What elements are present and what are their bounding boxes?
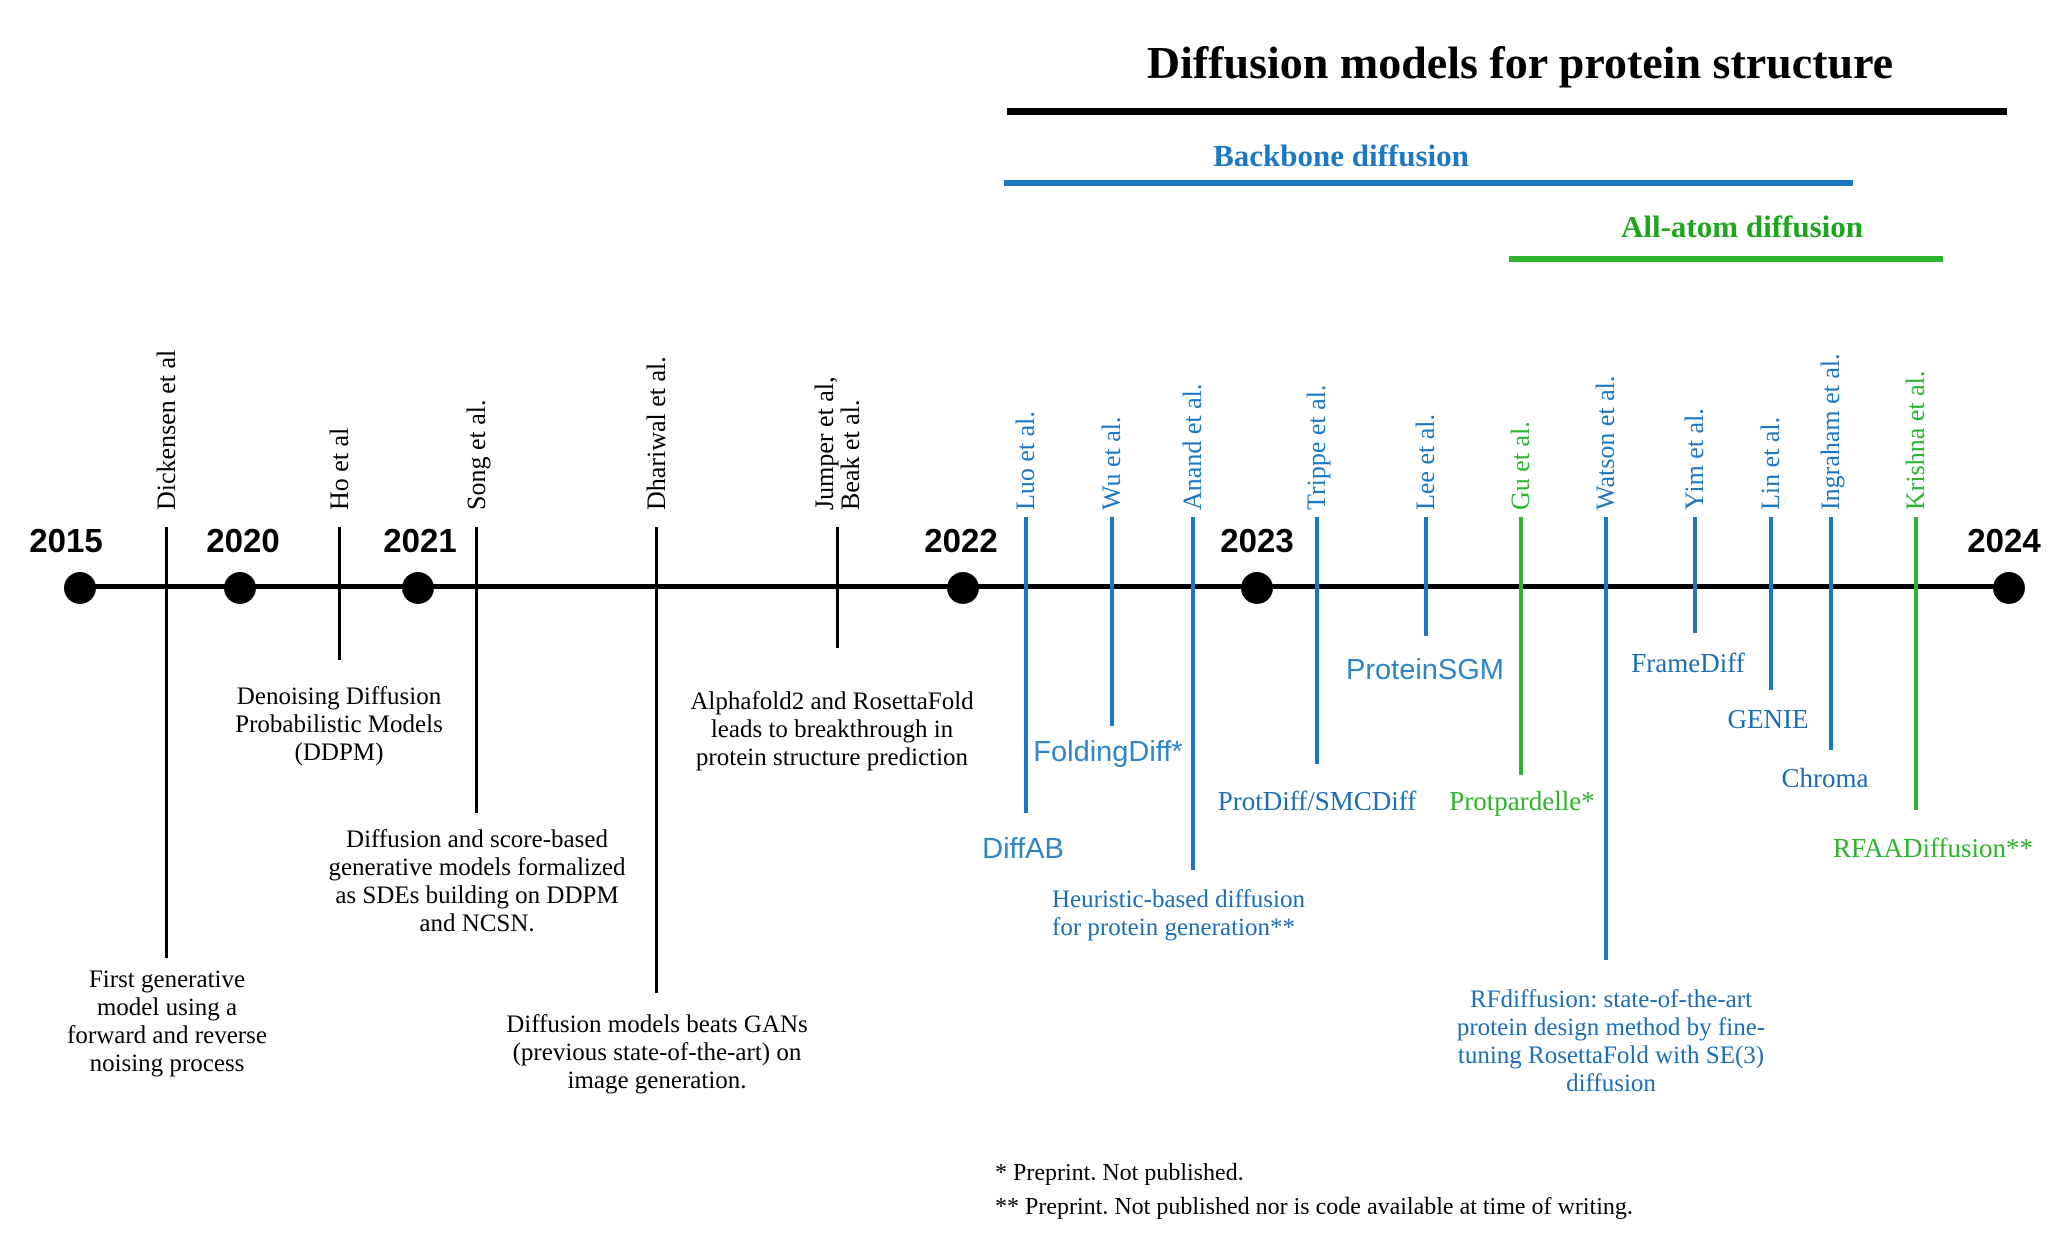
event-model-framediff: FrameDiff [1631,648,1745,678]
dot-2020 [224,572,256,604]
backbone-underline [1004,180,1853,186]
event-author-luo: Luo et al. [1011,411,1040,510]
event-model-protpardelle: Protpardelle* [1449,786,1595,816]
event-line-anand [1191,517,1195,870]
allatom-diffusion-label: All-atom diffusion [1621,209,1863,244]
event-note-song: Diffusion and score-based generative mod… [328,826,626,937]
backbone-diffusion-label: Backbone diffusion [1213,138,1469,173]
event-line-wu [1110,517,1114,726]
event-line-yim [1693,517,1697,633]
event-line-ingraham [1829,517,1833,750]
event-line-dhariwal [655,527,658,993]
event-note-ho: Denoising Diffusion Probabilistic Models… [235,683,443,766]
event-author-dhariwal: Dhariwal et al. [642,356,671,510]
footnote-preprint-nocode: ** Preprint. Not published nor is code a… [995,1194,1633,1220]
event-author-krishna: Krishna et al. [1901,370,1930,510]
timeline-axis [75,584,2020,589]
event-author-jumper: Jumper et al, Beak et al. [810,376,865,510]
event-model-foldingdiff: FoldingDiff* [1033,736,1183,768]
year-label-2022: 2022 [924,522,998,559]
dot-2022 [947,572,979,604]
year-label-2024: 2024 [1967,522,2041,559]
event-line-ho [338,527,341,660]
dot-2023 [1241,572,1273,604]
dot-2015 [64,572,96,604]
event-line-gu [1519,517,1523,775]
dot-2024 [1993,572,2025,604]
event-line-watson [1604,517,1608,960]
event-model-rfaadiffusion: RFAADiffusion** [1832,833,2034,863]
event-model-chroma: Chroma [1781,763,1869,793]
event-line-krishna [1914,517,1918,810]
year-label-2023: 2023 [1220,522,1294,559]
event-note-dickensen: First generative model using a forward a… [67,966,267,1077]
footnote-preprint: * Preprint. Not published. [995,1160,1244,1186]
event-line-jumper [836,527,839,648]
event-author-dickensen: Dickensen et al [152,349,181,510]
allatom-underline [1509,256,1943,262]
event-author-anand: Anand et al. [1178,383,1207,510]
event-note-jumper: Alphafold2 and RosettaFold leads to brea… [690,688,974,771]
event-author-ingraham: Ingraham et al. [1816,353,1845,510]
event-note-dhariwal: Diffusion models beats GANs (previous st… [506,1011,808,1094]
event-author-lin: Lin et al. [1756,416,1785,510]
event-author-trippe: Trippe et al. [1302,384,1331,510]
year-label-2015: 2015 [29,522,103,559]
event-line-song [475,527,478,813]
event-note-anand: Heuristic-based diffusion for protein ge… [1052,886,1305,941]
event-note-watson: RFdiffusion: state-of-the-art protein de… [1456,986,1766,1097]
year-label-2021: 2021 [383,522,457,559]
event-line-luo [1024,517,1028,813]
title-underline [1007,108,2007,115]
event-author-lee: Lee et al. [1411,414,1440,510]
event-line-trippe [1315,517,1319,764]
event-author-wu: Wu et al. [1097,416,1126,510]
year-label-2020: 2020 [206,522,280,559]
event-model-protdiff: ProtDiff/SMCDiff [1217,786,1417,816]
event-author-gu: Gu et al. [1506,421,1535,510]
event-model-genie: GENIE [1727,704,1809,734]
event-model-diffab: DiffAB [982,833,1064,865]
event-line-lee [1424,517,1428,636]
page-title: Diffusion models for protein structure [1146,37,1894,88]
event-line-dickensen [165,527,168,958]
event-author-yim: Yim et al. [1680,408,1709,510]
dot-2021 [402,572,434,604]
event-author-watson: Watson et al. [1591,375,1620,510]
event-line-lin [1769,517,1773,690]
event-author-song: Song et al. [462,399,491,511]
event-model-proteinsgm: ProteinSGM [1346,654,1504,686]
event-author-ho: Ho et al [325,427,354,510]
